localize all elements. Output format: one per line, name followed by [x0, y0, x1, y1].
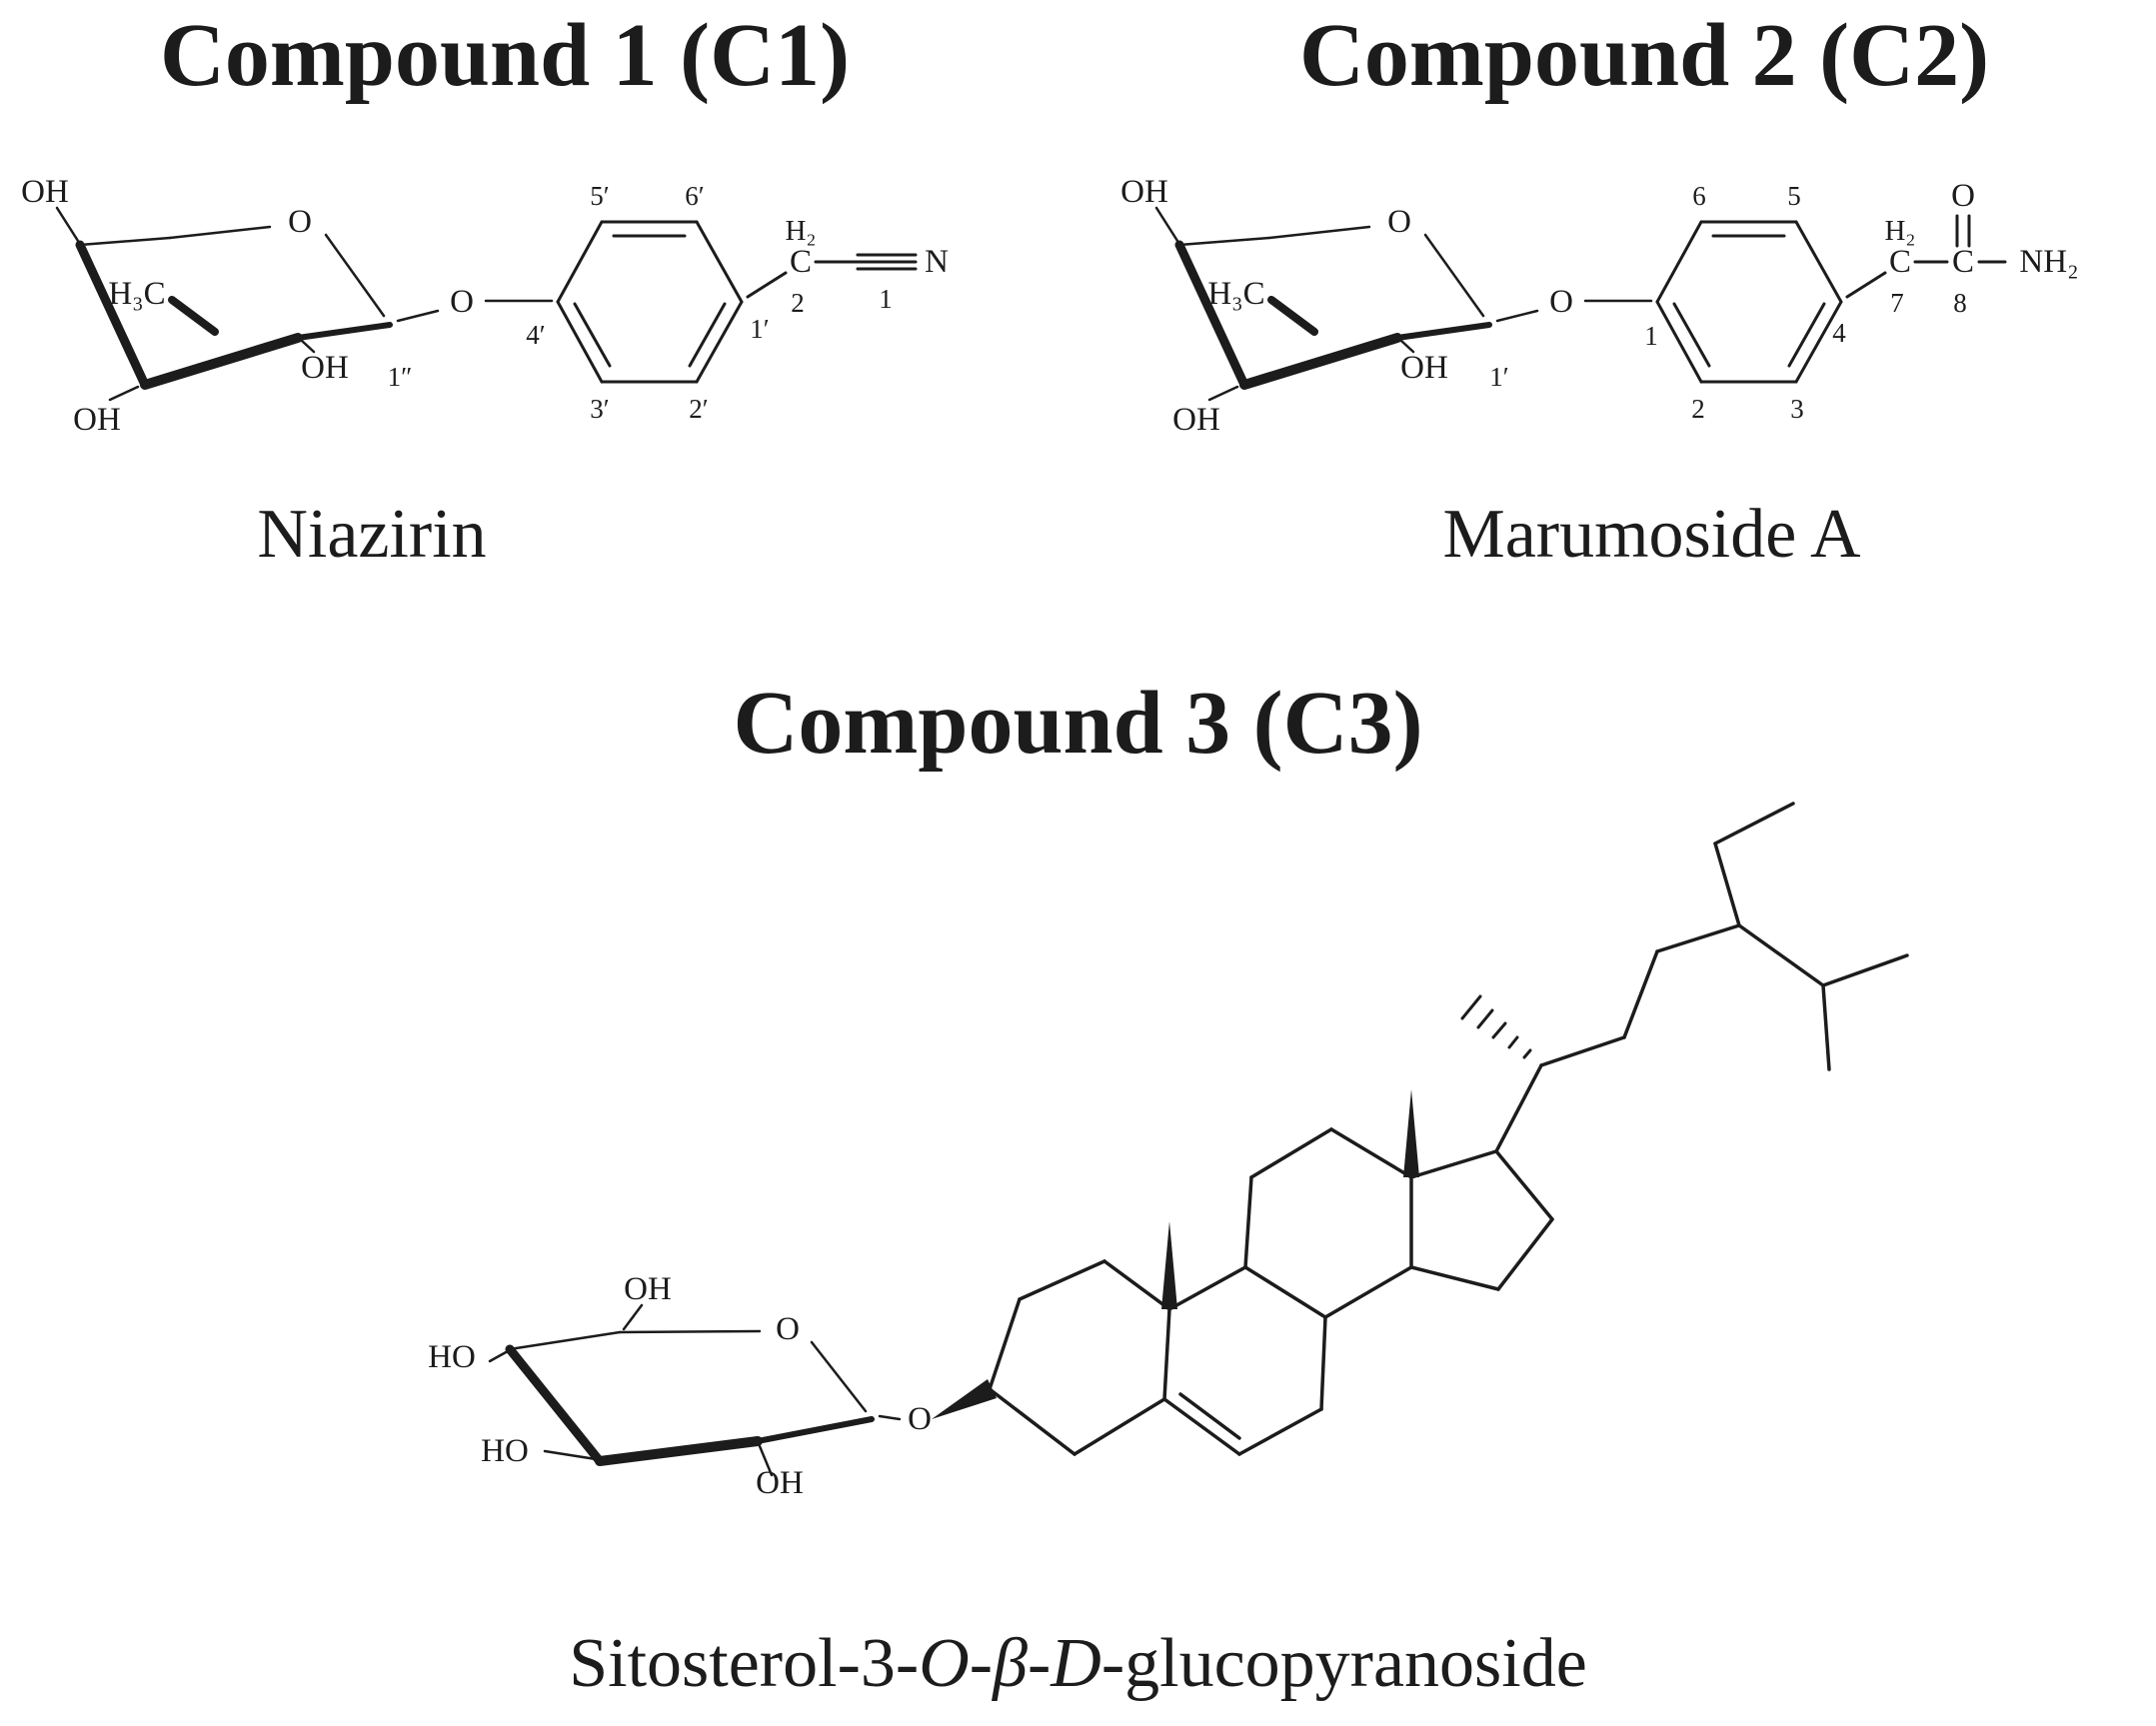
c3-c19-methyl-wedge — [1161, 1221, 1177, 1309]
c3-oh-top-label: OH — [624, 1271, 672, 1307]
c2-amine-label: NH₂ — [2019, 244, 2078, 280]
compound2-structure: OH O H₃C OH OH 1′ O 1 6 5 2 3 4 H₂ C 7 C… — [1120, 174, 2078, 438]
c2-benzylic-carbon-label: C — [1889, 244, 1911, 280]
c3-c5-c6-double-bond — [1178, 1392, 1241, 1440]
c2-methyl-label: H₃C — [1207, 276, 1264, 312]
c2-locant-5: 5 — [1787, 181, 1801, 211]
c3-ring-oxygen-label: O — [776, 1311, 800, 1347]
c1-ring-oxygen-label: O — [288, 204, 312, 240]
c3-steroid-ring-b-bonds — [1162, 1265, 1327, 1456]
c1-locant-2p: 2′ — [689, 394, 708, 424]
compound2-title: Compound 2 (C2) — [1298, 6, 1990, 105]
compound1-caption: Niazirin — [257, 496, 487, 573]
c2-locant-6: 6 — [1692, 181, 1706, 211]
c1-locant-3p: 3′ — [590, 394, 609, 424]
c1-locant-5p: 5′ — [590, 181, 609, 211]
c3-labels: OH HO HO OH O O — [428, 1271, 932, 1501]
c2-oh-mid-label: OH — [1400, 350, 1448, 386]
caption3-part: - — [969, 1625, 994, 1702]
c2-carbonyl-carbon-label: C — [1952, 244, 1974, 280]
c1-sugar-bonds — [55, 206, 554, 402]
c2-amide-chain-bonds — [1845, 214, 2007, 299]
c2-locant-7: 7 — [1890, 288, 1904, 318]
c2-anomeric-locant: 1′ — [1489, 362, 1508, 392]
c1-nitrile-nitrogen-label: N — [925, 244, 949, 280]
c3-glycosidic-oxygen-label: O — [908, 1401, 932, 1437]
compound1-structure: OH O H₃C OH OH 1″ O 4′ 5′ 6′ 1′ 2′ 3′ H₂… — [21, 174, 949, 438]
c1-oh-bottom-label: OH — [73, 402, 121, 438]
caption3-part: - — [1027, 1625, 1052, 1702]
c2-sugar-bonds — [1154, 206, 1653, 402]
c3-glycosidic-wedge-bond — [932, 1379, 997, 1419]
c3-oh-bottom-label: OH — [756, 1465, 804, 1501]
c2-h2-label: H₂ — [1884, 215, 1915, 247]
c1-locant-1p: 1′ — [750, 314, 769, 344]
c3-ho-left-label: HO — [428, 1339, 476, 1375]
c1-benzylic-carbon-label: C — [790, 244, 812, 280]
c2-glycosidic-oxygen-label: O — [1549, 284, 1573, 320]
c1-oh-top-label: OH — [21, 174, 69, 210]
c2-benzene-bonds — [1655, 220, 1843, 384]
compound3-caption: Sitosterol-3-O-β-D-glucopyranoside — [0, 1624, 2156, 1704]
compound1-title: Compound 1 (C1) — [159, 6, 851, 105]
caption3-part: Sitosterol-3- — [569, 1625, 920, 1702]
caption3-part: -glucopyranoside — [1100, 1625, 1587, 1702]
c3-steroid-ring-a-bonds — [988, 1259, 1171, 1456]
c3-c18-methyl-wedge — [1403, 1089, 1419, 1177]
c1-nitrile-chain-bonds — [746, 253, 918, 299]
c1-locant-chain2: 2 — [791, 288, 805, 318]
c2-locant-4: 4 — [1832, 318, 1846, 348]
c2-oh-bottom-label: OH — [1172, 402, 1220, 438]
c1-locant-chain1: 1 — [879, 284, 893, 314]
c3-steroid-ring-d-bonds — [1409, 1149, 1554, 1291]
c3-side-chain-bonds — [1494, 802, 1909, 1153]
caption3-part-italic-beta: β — [993, 1625, 1028, 1702]
c2-carbonyl-oxygen-label: O — [1951, 178, 1975, 214]
c3-glucose-bonds — [488, 1303, 997, 1477]
caption3-part-italic-D: D — [1051, 1625, 1101, 1702]
c1-glycosidic-oxygen-label: O — [450, 284, 474, 320]
c1-oh-mid-label: OH — [301, 350, 349, 386]
c1-benzene-bonds — [556, 220, 744, 384]
c1-locant-4p: 4′ — [526, 320, 545, 350]
compound3-structure: OH HO HO OH O O — [428, 802, 1909, 1501]
caption3-part-italic-O: O — [919, 1625, 970, 1702]
c2-ring-oxygen-label: O — [1387, 204, 1411, 240]
compound3-title: Compound 3 (C3) — [733, 674, 1423, 773]
c2-locant-2: 2 — [1691, 394, 1705, 424]
c3-c21-hashed-methyl — [1460, 994, 1532, 1059]
c2-locant-3: 3 — [1790, 394, 1804, 424]
c3-ho-bottom-label: HO — [481, 1433, 529, 1469]
c2-labels: OH O H₃C OH OH 1′ O 1 6 5 2 3 4 H₂ C 7 C… — [1120, 174, 2078, 438]
c1-h2-label: H₂ — [785, 215, 816, 247]
c1-anomeric-locant: 1″ — [388, 362, 413, 392]
c1-labels: OH O H₃C OH OH 1″ O 4′ 5′ 6′ 1′ 2′ 3′ H₂… — [21, 174, 949, 438]
c2-locant-8: 8 — [1953, 288, 1967, 318]
c1-locant-6p: 6′ — [685, 181, 704, 211]
c3-steroid-ring-c-bonds — [1243, 1127, 1413, 1319]
c2-oh-top-label: OH — [1120, 174, 1168, 210]
compound2-caption: Marumoside A — [1442, 496, 1861, 573]
c2-locant-1: 1 — [1644, 321, 1658, 351]
c1-methyl-label: H₃C — [108, 276, 165, 312]
